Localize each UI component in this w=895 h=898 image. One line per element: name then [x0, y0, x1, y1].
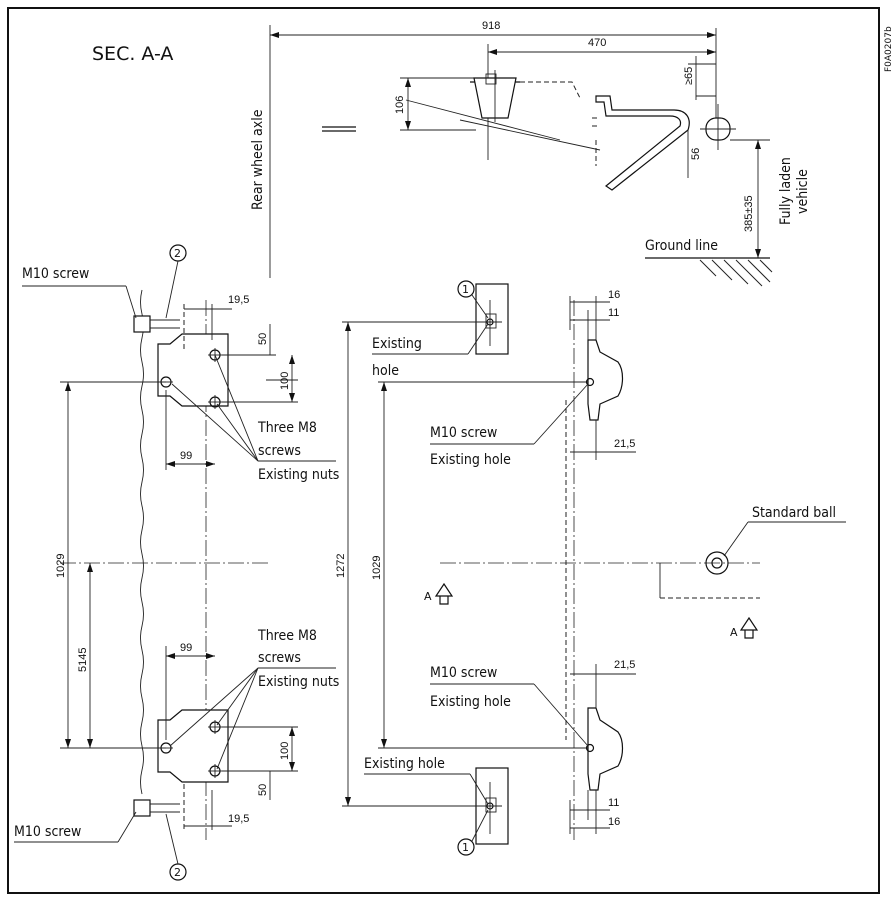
- label-m10-screw-right-bottom: M10 screw: [430, 665, 497, 681]
- label-existing: Existing: [372, 336, 422, 352]
- dim-11-bottom: 11: [608, 797, 619, 809]
- label-fully-laden: Fully laden: [778, 157, 794, 225]
- standard-ball: [705, 551, 729, 575]
- label-existing-nuts-top: Existing nuts: [258, 467, 339, 483]
- dim-65: ≥65: [683, 67, 695, 85]
- callout-1-top: [457, 280, 475, 298]
- dim-5145: 5145: [77, 648, 89, 672]
- upper-screw: [133, 315, 151, 333]
- lower-mount-profile: [587, 707, 624, 791]
- right-view: 1 1 1272 1029 16 11: [335, 280, 846, 856]
- label-existing-hole-right-bottom: Existing hole: [430, 694, 511, 710]
- label-three-m8-bottom: Three M8: [257, 628, 317, 644]
- upper-mount-profile: [587, 339, 624, 421]
- label-hole: hole: [372, 363, 399, 379]
- figure-code: F0A0207b: [884, 26, 894, 72]
- section-marker-left: A: [424, 590, 432, 603]
- dim-99-bottom: 99: [180, 642, 192, 654]
- dim-470: 470: [588, 37, 606, 49]
- label-vehicle: vehicle: [795, 169, 811, 214]
- tow-bar-profile: [595, 95, 690, 191]
- section-arrow-left: [434, 582, 454, 605]
- side-view: 918 470 ≥65 106: [250, 20, 811, 287]
- dim-385: 385±35: [743, 195, 755, 232]
- upper-bracket: [157, 333, 229, 407]
- label-m10-screw-right-top: M10 screw: [430, 425, 497, 441]
- svg-text:1: 1: [462, 283, 469, 296]
- dim-50-top: 50: [257, 333, 269, 345]
- dim-11-top: 11: [608, 307, 619, 319]
- svg-text:1: 1: [462, 841, 469, 854]
- dim-50-bottom: 50: [257, 784, 269, 796]
- callout-1-bottom: [457, 838, 475, 856]
- ground-hatch: [699, 259, 773, 287]
- section-marker-right: A: [730, 626, 738, 639]
- label-existing-hole-right-top: Existing hole: [430, 452, 511, 468]
- label-rear-wheel-axle: Rear wheel axle: [250, 109, 266, 210]
- dim-56: 56: [690, 148, 702, 160]
- dim-100-top: 100: [279, 372, 291, 390]
- label-ground-line: Ground line: [645, 238, 718, 254]
- frame-rail: [140, 289, 144, 795]
- dim-99-top: 99: [180, 450, 192, 462]
- label-screws-bottom: screws: [258, 650, 301, 666]
- dim-1029-right: 1029: [371, 556, 383, 580]
- label-standard-ball: Standard ball: [752, 505, 836, 521]
- dim-19-5-bottom: 19,5: [228, 813, 249, 825]
- label-existing-hole-bottom: Existing hole: [364, 756, 445, 772]
- upper-hole-plate: [475, 283, 509, 355]
- left-view: 19,5 50 100 99: [14, 244, 339, 881]
- dim-918: 918: [482, 20, 500, 32]
- label-existing-nuts-bottom: Existing nuts: [258, 674, 339, 690]
- dim-1272: 1272: [335, 554, 347, 578]
- lower-screw: [133, 799, 151, 817]
- section-arrow-right: [739, 616, 759, 639]
- section-title: SEC. A-A: [92, 43, 173, 65]
- label-m10-screw-top: M10 screw: [22, 266, 89, 282]
- drawing-frame: [7, 7, 880, 894]
- dim-100-bottom: 100: [279, 742, 291, 760]
- label-three-m8-top: Three M8: [257, 420, 317, 436]
- dim-16-top: 16: [608, 289, 620, 301]
- dim-21-5-top: 21,5: [614, 438, 635, 450]
- dim-1029-left: 1029: [55, 554, 67, 578]
- dim-16-bottom: 16: [608, 816, 620, 828]
- label-m10-screw-bottom: M10 screw: [14, 824, 81, 840]
- svg-text:2: 2: [174, 247, 181, 260]
- dim-21-5-bottom: 21,5: [614, 659, 635, 671]
- svg-text:2: 2: [174, 866, 181, 879]
- dim-106: 106: [394, 96, 406, 114]
- dim-19-5-top: 19,5: [228, 294, 249, 306]
- label-screws-top: screws: [258, 443, 301, 459]
